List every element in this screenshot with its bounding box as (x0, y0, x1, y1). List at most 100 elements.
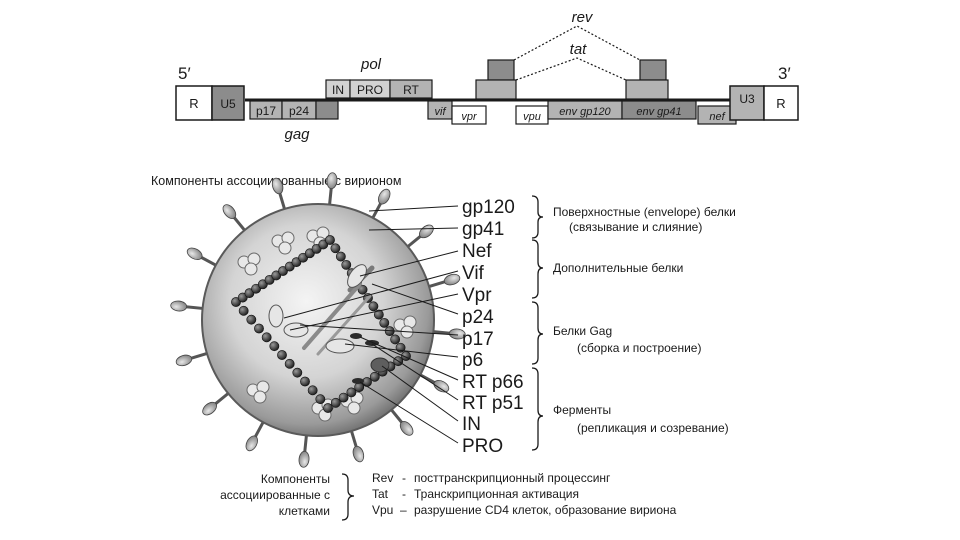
bracket-accessory (531, 239, 544, 299)
capsid-bead (271, 270, 282, 281)
vpr-protein (268, 304, 284, 328)
spike-knob (170, 300, 188, 312)
capsid-bead (254, 323, 264, 334)
cell-component-list: Rev - посттранскрипционный процессинг Ta… (372, 471, 677, 517)
capsid-bead (323, 403, 333, 413)
capsid-bead (277, 350, 287, 360)
leader-rt-p66 (359, 336, 459, 381)
cell-row-vpu-name: Vpu (372, 503, 393, 517)
leader-vpr (289, 293, 459, 331)
capsid-bead (261, 332, 272, 343)
capsid-bead (390, 334, 401, 345)
cell-label-line2: ассоциированные с (220, 488, 330, 502)
spike-knob (352, 445, 365, 463)
capsid-bead (292, 367, 303, 378)
env-gp41-box (621, 100, 697, 120)
spike-knob (202, 401, 217, 416)
group-enzymes-line2: (репликация и созревание) (577, 421, 729, 435)
gag-label: gag (284, 126, 310, 143)
cell-bracket (341, 473, 355, 521)
label-p6: p6 (462, 350, 483, 371)
capsid-bead (357, 284, 368, 295)
cell-row-tat-name: Tat (372, 487, 389, 501)
capsid-bead (311, 243, 322, 254)
label-vpr: Vpr (462, 285, 492, 306)
envelope-spikes (170, 172, 466, 468)
capsid-bead (284, 358, 295, 369)
leader-vif (283, 270, 459, 319)
label-rt-p51: RT p51 (462, 393, 524, 414)
spike-knob (433, 380, 450, 393)
capsid-bead (368, 301, 379, 312)
spike-knob (271, 177, 284, 195)
group-envelope-line1: Поверхностные (envelope) белки (553, 205, 736, 219)
tat-splice-line (515, 57, 627, 81)
bracket-enzymes (531, 367, 544, 451)
capsid-bead (237, 292, 248, 303)
spike-knob (378, 188, 391, 205)
capsid-bead (318, 239, 329, 250)
ltr-right-r-box (763, 85, 799, 121)
leader-p17 (299, 324, 459, 336)
capsid-bead (264, 274, 275, 285)
capsid-bead (246, 314, 257, 325)
spike-knob (399, 421, 414, 436)
group-accessory-line1: Дополнительные белки (553, 261, 683, 275)
rna-strand (302, 282, 362, 350)
capsid-bead (307, 385, 318, 396)
leader-lines (283, 205, 459, 444)
vpu-label: vpu (523, 111, 541, 123)
vpr-box (451, 105, 487, 125)
env-gp41-label: env gp41 (636, 106, 681, 118)
cell-row-tat-desc: Транскрипционная активация (414, 487, 579, 501)
capsid-bead (341, 259, 352, 270)
gag-p6-box (315, 100, 339, 120)
leader-pro (359, 381, 459, 444)
capsid-shell (231, 235, 411, 413)
label-p17: p17 (462, 329, 494, 350)
rev-exon2-box (639, 59, 667, 81)
capsid-bead (278, 266, 288, 276)
label-rt-p66: RT p66 (462, 372, 524, 393)
ltr-right-u3-label: U3 (739, 92, 755, 106)
pol-rt-label: RT (403, 83, 419, 97)
rt-protein (370, 357, 390, 373)
leader-rt-p51 (371, 343, 459, 401)
p24-protein (283, 322, 309, 338)
nef-label: nef (709, 111, 725, 123)
group-brackets (531, 195, 544, 451)
capsid-bead (315, 394, 326, 405)
label-p24: p24 (462, 307, 494, 328)
capsid-bead (338, 392, 349, 403)
gag-p24-label: p24 (289, 104, 309, 118)
capsid-bead (379, 317, 390, 328)
bracket-gag (531, 301, 544, 365)
ltr-left-r-label: R (189, 96, 198, 111)
group-gag-line2: (сборка и построение) (577, 341, 701, 355)
group-envelope-line2: (связывание и слияние) (569, 220, 702, 234)
spike-knob (443, 273, 461, 286)
rev-label: rev (572, 9, 594, 26)
capsid-bead (238, 305, 249, 316)
label-nef: Nef (462, 241, 492, 262)
pol-rt-box (389, 79, 433, 99)
cell-row-rev-name: Rev (372, 471, 393, 485)
leader-gp41 (368, 227, 459, 231)
tat-exon1-box (475, 79, 517, 100)
capsid-bead (330, 397, 341, 408)
nef-protein (347, 264, 367, 288)
capsid-bead (373, 309, 384, 320)
five-prime-label: 5′ (178, 64, 191, 83)
capsid-bead (244, 288, 255, 299)
vpr-label: vpr (461, 111, 478, 123)
matrix-cluster (246, 380, 270, 404)
group-enzymes-line1: Ферменты (553, 403, 611, 417)
matrix-cluster (237, 252, 261, 276)
capsid-bead (335, 251, 346, 262)
in-protein (365, 340, 379, 346)
cell-label-line1: Компоненты (261, 472, 330, 486)
genome-map: 5′ 3′ R U5 p17 p24 gag pol IN PRO RT vif… (175, 9, 799, 143)
capsid-bead (362, 377, 372, 387)
pol-in-label: IN (332, 83, 344, 97)
component-labels: gp120 gp41 Nef Vif Vpr p24 p17 p6 RT p66… (462, 197, 524, 457)
